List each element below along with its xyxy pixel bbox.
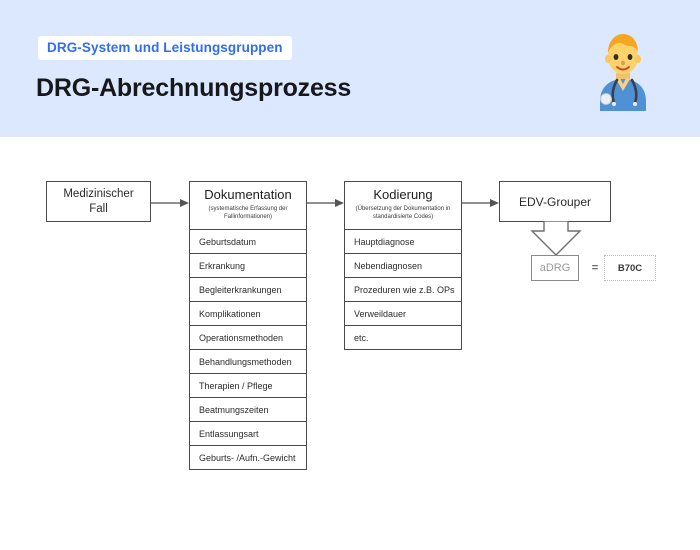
node-edv-grouper-label: EDV-Grouper <box>518 194 592 209</box>
node-dokumentation-title: Dokumentation <box>204 187 292 202</box>
list-item: Operationsmethoden <box>189 326 307 350</box>
node-medizinischer-fall-line1: Medizinischer <box>63 187 134 200</box>
node-dokumentation-subtitle: (systematische Erfassung der Fallinforma… <box>194 205 302 221</box>
node-dokumentation-header: Dokumentation (systematische Erfassung d… <box>189 181 307 230</box>
list-item: Komplikationen <box>189 302 307 326</box>
arrow-grouper-to-adrg-icon <box>530 220 582 257</box>
page-header: DRG-System und Leistungsgruppen DRG-Abre… <box>0 0 700 137</box>
arrow-fall-to-dokumentation <box>151 196 189 208</box>
diagram-canvas: Medizinischer Fall Dokumentation (system… <box>0 137 700 550</box>
node-kodierung-subtitle-line2: standardisierte Codes) <box>372 214 434 221</box>
node-kodierung-subtitle-line1: (Übersetzung der Dokumentation in <box>355 205 451 212</box>
page-title: DRG-Abrechnungsprozess <box>36 74 352 102</box>
arrow-dokumentation-to-kodierung <box>307 196 344 208</box>
list-item: Hauptdiagnose <box>344 230 462 254</box>
list-item: Verweildauer <box>344 302 462 326</box>
node-kodierung: Kodierung (Übersetzung der Dokumentation… <box>344 181 462 350</box>
node-dokumentation-subtitle-line1: (systematische Erfassung der <box>208 205 288 212</box>
node-medizinischer-fall: Medizinischer Fall <box>46 181 151 222</box>
list-item: Prozeduren wie z.B. OPs <box>344 278 462 302</box>
list-item: Geburts- /Aufn.-Gewicht <box>189 446 307 470</box>
node-kodierung-title: Kodierung <box>373 187 433 202</box>
header-badge: DRG-System und Leistungsgruppen <box>38 36 292 60</box>
node-adrg: aDRG <box>531 255 579 281</box>
list-item: Geburtsdatum <box>189 230 307 254</box>
list-item: Nebendiagnosen <box>344 254 462 278</box>
list-item: Behandlungsmethoden <box>189 350 307 374</box>
list-item: Beatmungszeiten <box>189 398 307 422</box>
node-medizinischer-fall-line2: Fall <box>89 202 108 215</box>
doctor-emoji <box>592 31 654 111</box>
list-item: Entlassungsart <box>189 422 307 446</box>
node-drg-code: B70C <box>604 255 656 281</box>
node-dokumentation: Dokumentation (systematische Erfassung d… <box>189 181 307 470</box>
node-edv-grouper: EDV-Grouper <box>499 181 611 222</box>
node-drg-code-label: B70C <box>617 262 643 274</box>
node-kodierung-subtitle: (Übersetzung der Dokumentation in standa… <box>349 205 457 221</box>
node-dokumentation-subtitle-line2: Fallinformationen) <box>223 214 273 221</box>
node-kodierung-header: Kodierung (Übersetzung der Dokumentation… <box>344 181 462 230</box>
list-item: etc. <box>344 326 462 350</box>
node-adrg-label: aDRG <box>539 262 571 274</box>
arrow-kodierung-to-grouper <box>462 196 499 208</box>
equals-sign: = <box>591 262 599 274</box>
list-item: Erkrankung <box>189 254 307 278</box>
list-item: Therapien / Pflege <box>189 374 307 398</box>
list-item: Begleiterkrankungen <box>189 278 307 302</box>
